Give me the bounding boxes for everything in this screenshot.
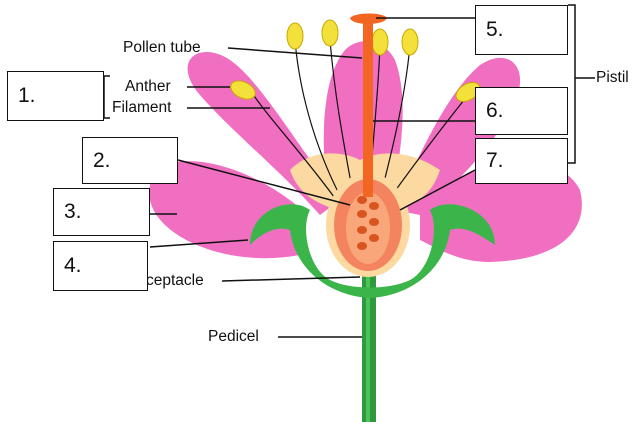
answer-box-4-number: 4.	[64, 254, 82, 278]
ovule-2	[369, 202, 379, 210]
answer-box-2-number: 2.	[93, 149, 111, 173]
answer-box-7-number: 7.	[486, 149, 504, 173]
style	[363, 22, 373, 197]
ovule-6	[369, 234, 379, 242]
label-filament: Filament	[112, 99, 171, 117]
answer-box-7[interactable]: 7.	[475, 138, 568, 184]
answer-box-4[interactable]: 4.	[53, 241, 148, 291]
answer-box-1[interactable]: 1.	[7, 71, 104, 121]
anther-2	[287, 23, 303, 49]
ovule-3	[357, 210, 367, 218]
answer-box-6-number: 6.	[486, 99, 504, 123]
label-pistil: Pistil	[596, 69, 629, 87]
answer-box-5-number: 5.	[486, 18, 504, 42]
answer-box-5[interactable]: 5.	[475, 5, 568, 55]
ovule-7	[357, 242, 367, 250]
anther-3	[322, 20, 338, 46]
label-pollen-tube: Pollen tube	[123, 39, 201, 57]
ovule-1	[357, 196, 367, 204]
label-anther: Anther	[125, 78, 171, 96]
answer-box-2[interactable]: 2.	[82, 137, 178, 184]
anther-5	[402, 29, 418, 55]
label-receptacle: ceptacle	[146, 272, 204, 290]
anther-4	[372, 29, 388, 55]
ovary-inner	[346, 192, 390, 264]
bracket-1	[104, 76, 110, 118]
answer-box-3-number: 3.	[64, 200, 82, 224]
ovule-4	[369, 218, 379, 226]
answer-box-3[interactable]: 3.	[53, 188, 150, 236]
leader-receptacle	[222, 277, 360, 281]
ovule-5	[357, 226, 367, 234]
label-pedicel: Pedicel	[208, 328, 259, 346]
answer-box-1-number: 1.	[18, 84, 36, 108]
answer-box-6[interactable]: 6.	[475, 87, 568, 135]
bracket-pistil	[568, 5, 575, 163]
